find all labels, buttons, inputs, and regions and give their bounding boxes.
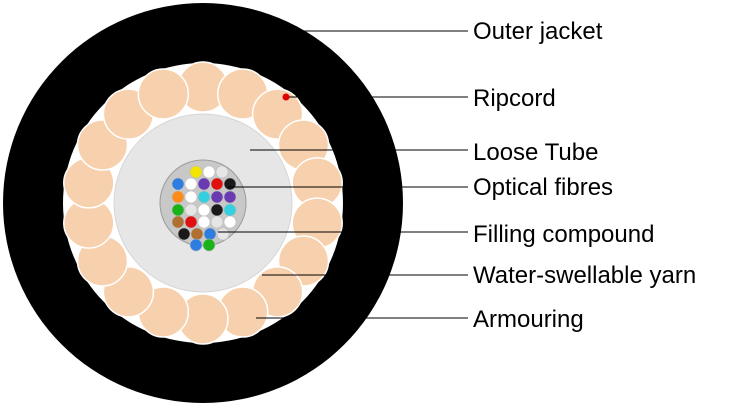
optical-fibre	[171, 190, 185, 204]
optical-fibre	[223, 215, 237, 229]
optical-fibre	[184, 190, 198, 204]
label-armouring: Armouring	[473, 306, 584, 333]
optical-fibre	[189, 165, 203, 179]
optical-fibre	[184, 215, 198, 229]
optical-fibre	[197, 203, 211, 217]
optical-fibre	[202, 165, 216, 179]
armouring-wires	[63, 61, 343, 345]
optical-fibre	[223, 177, 237, 191]
optical-fibre	[223, 190, 237, 204]
optical-fibre	[210, 203, 224, 217]
label-filling-compound: Filling compound	[473, 221, 655, 248]
optical-fibre	[197, 177, 211, 191]
optical-fibre	[184, 203, 198, 217]
label-optical-fibres: Optical fibres	[473, 174, 614, 201]
optical-fibre	[171, 177, 185, 191]
label-ripcord: Ripcord	[473, 85, 556, 112]
optical-fibre	[171, 215, 185, 229]
ripcord-shape	[282, 93, 290, 101]
optical-fibre	[197, 190, 211, 204]
armour-wire	[137, 68, 190, 120]
label-outer-jacket: Outer jacket	[473, 18, 603, 45]
optical-fibre	[210, 190, 224, 204]
optical-fibre	[223, 203, 237, 217]
optical-fibre	[215, 165, 229, 179]
optical-fibre	[171, 203, 185, 217]
optical-fibre	[189, 238, 203, 252]
optical-fibre	[202, 238, 216, 252]
label-loose-tube: Loose Tube	[473, 139, 599, 166]
label-water-swellable-yarn: Water-swellable yarn	[473, 262, 697, 289]
optical-fibre	[203, 227, 217, 241]
optical-fibre	[177, 227, 191, 241]
optical-fibre	[216, 227, 230, 241]
optical-fibre	[190, 227, 204, 241]
leader-lines	[218, 30, 468, 319]
optical-fibre	[184, 177, 198, 191]
optical-fibre	[210, 177, 224, 191]
optical-fibre	[210, 215, 224, 229]
optical-fibre-bundle	[171, 165, 237, 252]
optical-fibre	[197, 215, 211, 229]
